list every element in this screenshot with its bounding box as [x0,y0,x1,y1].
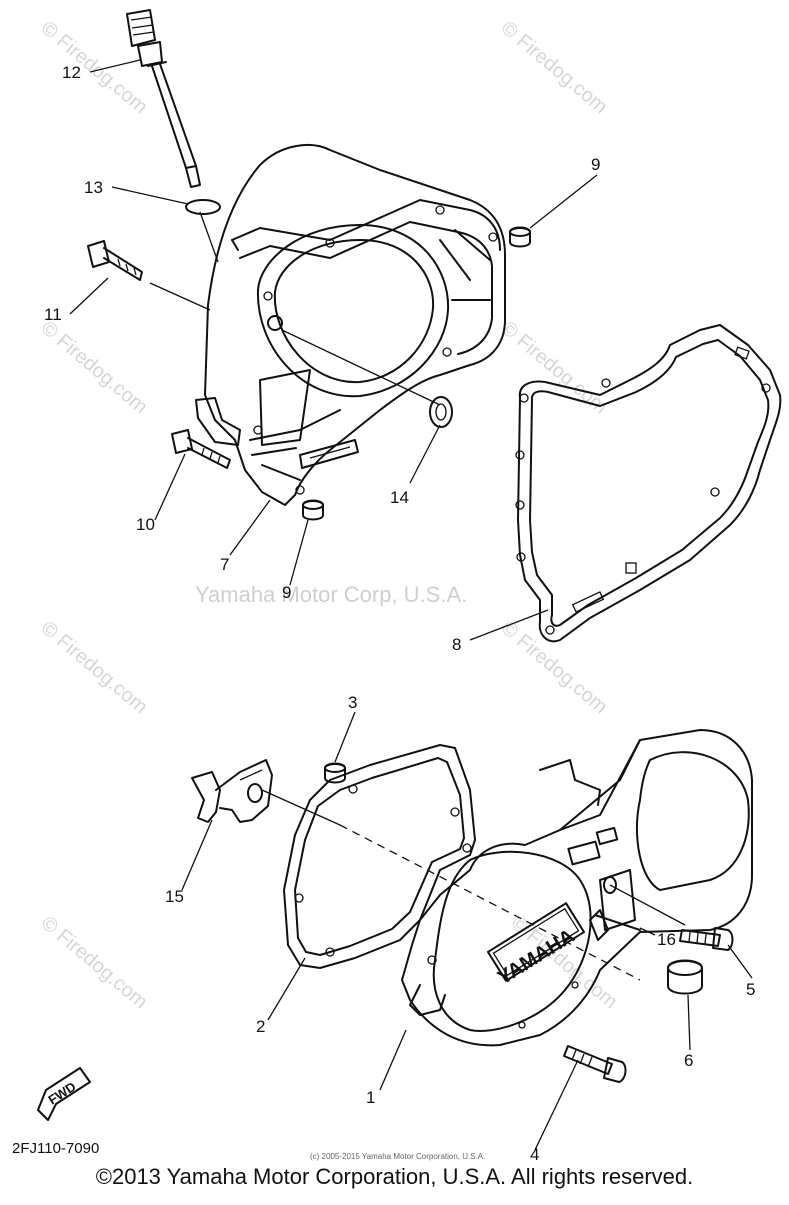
callout-8: 8 [452,635,461,654]
callout-labels: 12 13 11 9 14 10 7 9 8 3 15 16 2 5 6 1 4 [44,63,755,1164]
firedog-watermark: © Firedog.com [37,617,152,718]
callout-14: 14 [390,488,409,507]
part-10-bolt [171,429,231,469]
callout-15: 15 [165,887,184,906]
callout-11: 11 [44,305,62,324]
callout-2: 2 [256,1017,265,1036]
callout-10: 10 [136,515,155,534]
callout-13: 13 [84,178,103,197]
part-16-pin [594,914,641,931]
center-watermark: Yamaha Motor Corp, U.S.A. [195,582,467,607]
part-6-plug [667,959,703,995]
part-8-gasket [515,324,782,643]
firedog-watermark: © Firedog.com [37,912,152,1013]
callout-4: 4 [530,1145,539,1164]
part-14-seal [429,396,453,428]
diagram-code: 2FJ110-7090 [12,1140,100,1157]
firedog-watermark: © Firedog.com [37,317,152,418]
part-1-cover: YAMAHA [401,729,753,1047]
callout-9-bottom: 9 [282,583,291,602]
callout-6: 6 [684,1051,693,1070]
callout-3: 3 [348,693,357,712]
part-12-dipstick [126,9,201,188]
part-13-o-ring [185,199,221,215]
callout-9-top: 9 [591,155,600,174]
fwd-label: FWD [45,1079,78,1108]
part-11-bolt [87,240,143,281]
callout-7: 7 [220,555,229,574]
callout-5: 5 [746,980,755,999]
copyright-notice: ©2013 Yamaha Motor Corporation, U.S.A. A… [95,1164,694,1189]
leader-lines [69,59,753,1151]
part-15-bracket [191,759,273,823]
part-3-dowel [324,762,346,784]
part-7-crankcase-cover [195,144,506,506]
callout-16: 16 [657,930,676,949]
firedog-watermark: © Firedog.com [497,17,612,118]
part-4-bolt [563,1045,627,1083]
callout-12: 12 [62,63,81,82]
firedog-watermark: © Firedog.com [497,617,612,718]
fwd-arrow: FWD [37,1067,91,1121]
part-2-gasket [283,744,476,969]
small-credit: (c) 2005-2015 Yamaha Motor Corporation, … [310,1152,486,1161]
firedog-watermark: © Firedog.com [37,17,152,118]
part-9-dowel-top [509,226,531,248]
part-5-bolt [679,927,734,951]
callout-1: 1 [366,1088,375,1107]
part-9-dowel-bottom [302,499,324,521]
firedog-watermark: © Firedog.com [497,317,612,418]
watermark-layer: Yamaha Motor Corp, U.S.A. © Firedog.com … [37,17,622,1013]
